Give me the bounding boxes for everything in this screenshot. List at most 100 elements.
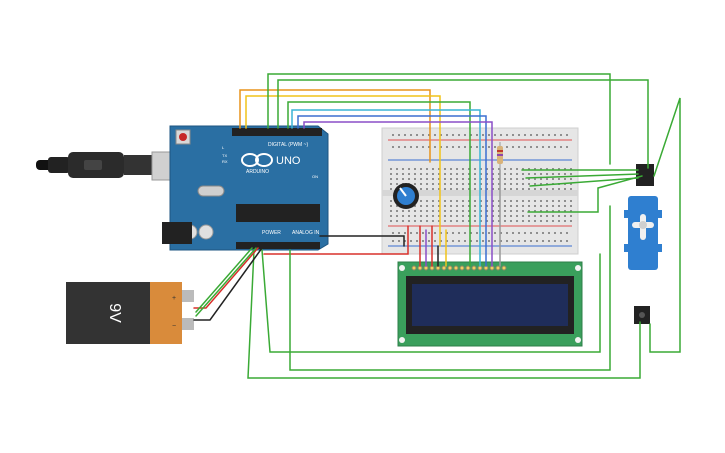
rail-hole[interactable] xyxy=(512,240,514,242)
breadboard-hole[interactable] xyxy=(438,200,440,202)
rail-hole[interactable] xyxy=(452,232,454,234)
breadboard-hole[interactable] xyxy=(390,220,392,222)
rail-hole[interactable] xyxy=(506,240,508,242)
lcd-pin[interactable] xyxy=(495,265,501,271)
breadboard-hole[interactable] xyxy=(474,188,476,190)
breadboard-hole[interactable] xyxy=(396,173,398,175)
rail-hole[interactable] xyxy=(440,240,442,242)
breadboard-hole[interactable] xyxy=(522,220,524,222)
rail-hole[interactable] xyxy=(476,240,478,242)
rail-hole[interactable] xyxy=(560,240,562,242)
rail-hole[interactable] xyxy=(410,240,412,242)
wires[interactable] xyxy=(193,73,681,379)
rail-hole[interactable] xyxy=(512,134,514,136)
rail-hole[interactable] xyxy=(434,146,436,148)
breadboard-hole[interactable] xyxy=(450,168,452,170)
breadboard-hole[interactable] xyxy=(474,183,476,185)
rail-hole[interactable] xyxy=(530,240,532,242)
rail-hole[interactable] xyxy=(524,232,526,234)
rail-hole[interactable] xyxy=(470,146,472,148)
breadboard-hole[interactable] xyxy=(564,188,566,190)
breadboard-hole[interactable] xyxy=(408,215,410,217)
breadboard-hole[interactable] xyxy=(450,215,452,217)
lcd-pin[interactable] xyxy=(459,265,465,271)
wire-orange[interactable] xyxy=(239,89,431,163)
breadboard-hole[interactable] xyxy=(498,173,500,175)
breadboard-hole[interactable] xyxy=(390,168,392,170)
rail-hole[interactable] xyxy=(542,232,544,234)
breadboard-hole[interactable] xyxy=(504,168,506,170)
breadboard-hole[interactable] xyxy=(540,183,542,185)
breadboard-hole[interactable] xyxy=(552,168,554,170)
rail-hole[interactable] xyxy=(548,232,550,234)
rail-hole[interactable] xyxy=(500,134,502,136)
breadboard-hole[interactable] xyxy=(498,205,500,207)
rail-hole[interactable] xyxy=(416,232,418,234)
breadboard-hole[interactable] xyxy=(504,173,506,175)
breadboard-hole[interactable] xyxy=(462,215,464,217)
rail-hole[interactable] xyxy=(488,240,490,242)
breadboard-hole[interactable] xyxy=(456,205,458,207)
breadboard-hole[interactable] xyxy=(432,173,434,175)
rail-hole[interactable] xyxy=(536,146,538,148)
breadboard-hole[interactable] xyxy=(456,200,458,202)
rail-hole[interactable] xyxy=(536,232,538,234)
breadboard-hole[interactable] xyxy=(492,220,494,222)
breadboard-hole[interactable] xyxy=(480,220,482,222)
rail-hole[interactable] xyxy=(494,134,496,136)
lcd-pin[interactable] xyxy=(441,265,447,271)
breadboard-hole[interactable] xyxy=(558,220,560,222)
rail-hole[interactable] xyxy=(554,240,556,242)
breadboard-hole[interactable] xyxy=(390,178,392,180)
breadboard-hole[interactable] xyxy=(444,173,446,175)
breadboard-hole[interactable] xyxy=(510,188,512,190)
rail-hole[interactable] xyxy=(446,232,448,234)
breadboard-hole[interactable] xyxy=(390,210,392,212)
breadboard-hole[interactable] xyxy=(474,178,476,180)
breadboard-hole[interactable] xyxy=(552,205,554,207)
rail-hole[interactable] xyxy=(440,146,442,148)
lcd-pins[interactable] xyxy=(411,265,507,271)
rail-hole[interactable] xyxy=(494,240,496,242)
breadboard-hole[interactable] xyxy=(510,168,512,170)
breadboard-hole[interactable] xyxy=(468,205,470,207)
breadboard-hole[interactable] xyxy=(420,178,422,180)
breadboard-hole[interactable] xyxy=(540,205,542,207)
breadboard-hole[interactable] xyxy=(426,183,428,185)
rail-hole[interactable] xyxy=(488,134,490,136)
breadboard-hole[interactable] xyxy=(444,188,446,190)
rail-hole[interactable] xyxy=(422,146,424,148)
usb-cable[interactable] xyxy=(36,151,193,181)
rail-hole[interactable] xyxy=(524,146,526,148)
breadboard-hole[interactable] xyxy=(528,183,530,185)
breadboard-hole[interactable] xyxy=(534,220,536,222)
breadboard-hole[interactable] xyxy=(480,215,482,217)
breadboard-hole[interactable] xyxy=(516,188,518,190)
breadboard-hole[interactable] xyxy=(474,205,476,207)
breadboard-hole[interactable] xyxy=(420,205,422,207)
rail-hole[interactable] xyxy=(470,240,472,242)
breadboard-hole[interactable] xyxy=(456,183,458,185)
breadboard-hole[interactable] xyxy=(564,200,566,202)
rail-hole[interactable] xyxy=(530,232,532,234)
rail-hole[interactable] xyxy=(476,232,478,234)
lcd-pin[interactable] xyxy=(465,265,471,271)
breadboard-hole[interactable] xyxy=(462,210,464,212)
rail-hole[interactable] xyxy=(506,232,508,234)
rail-hole[interactable] xyxy=(410,146,412,148)
breadboard-hole[interactable] xyxy=(492,188,494,190)
breadboard-hole[interactable] xyxy=(510,215,512,217)
rail-hole[interactable] xyxy=(470,134,472,136)
breadboard-hole[interactable] xyxy=(396,220,398,222)
breadboard-hole[interactable] xyxy=(402,210,404,212)
rail-hole[interactable] xyxy=(560,146,562,148)
sensor-component[interactable] xyxy=(634,306,650,324)
breadboard-hole[interactable] xyxy=(486,168,488,170)
breadboard-hole[interactable] xyxy=(516,220,518,222)
rail-hole[interactable] xyxy=(464,232,466,234)
breadboard-hole[interactable] xyxy=(540,200,542,202)
rail-hole[interactable] xyxy=(530,134,532,136)
breadboard-hole[interactable] xyxy=(432,220,434,222)
breadboard-hole[interactable] xyxy=(414,173,416,175)
rail-hole[interactable] xyxy=(512,232,514,234)
